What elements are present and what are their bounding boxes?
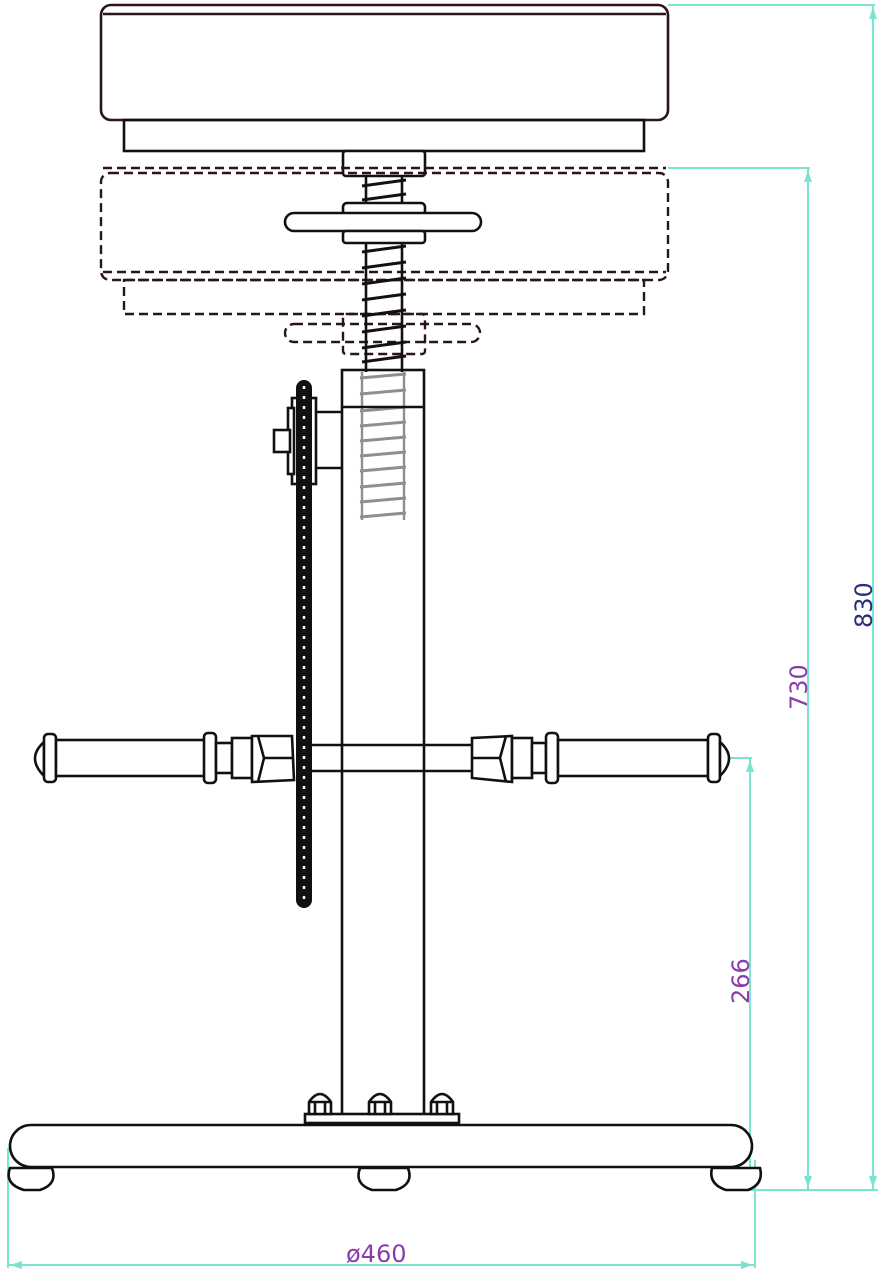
seat-raised	[99, 3, 670, 178]
base-bolts	[303, 1092, 461, 1125]
drive-chain	[296, 380, 312, 908]
dim-label-730: 730	[785, 664, 813, 710]
dim-label-460: ø460	[346, 1240, 407, 1268]
dimension-labels: 830 730 266 ø460	[346, 582, 878, 1268]
dimension-lines	[7, 4, 878, 1269]
dim-label-830: 830	[850, 582, 878, 628]
footrest-bar	[33, 731, 731, 785]
dim-label-266: 266	[727, 958, 755, 1004]
glides	[7, 1166, 763, 1192]
threaded-screw-spindle	[359, 176, 407, 520]
round-base	[8, 1123, 754, 1169]
adjusting-handwheel	[283, 201, 483, 245]
